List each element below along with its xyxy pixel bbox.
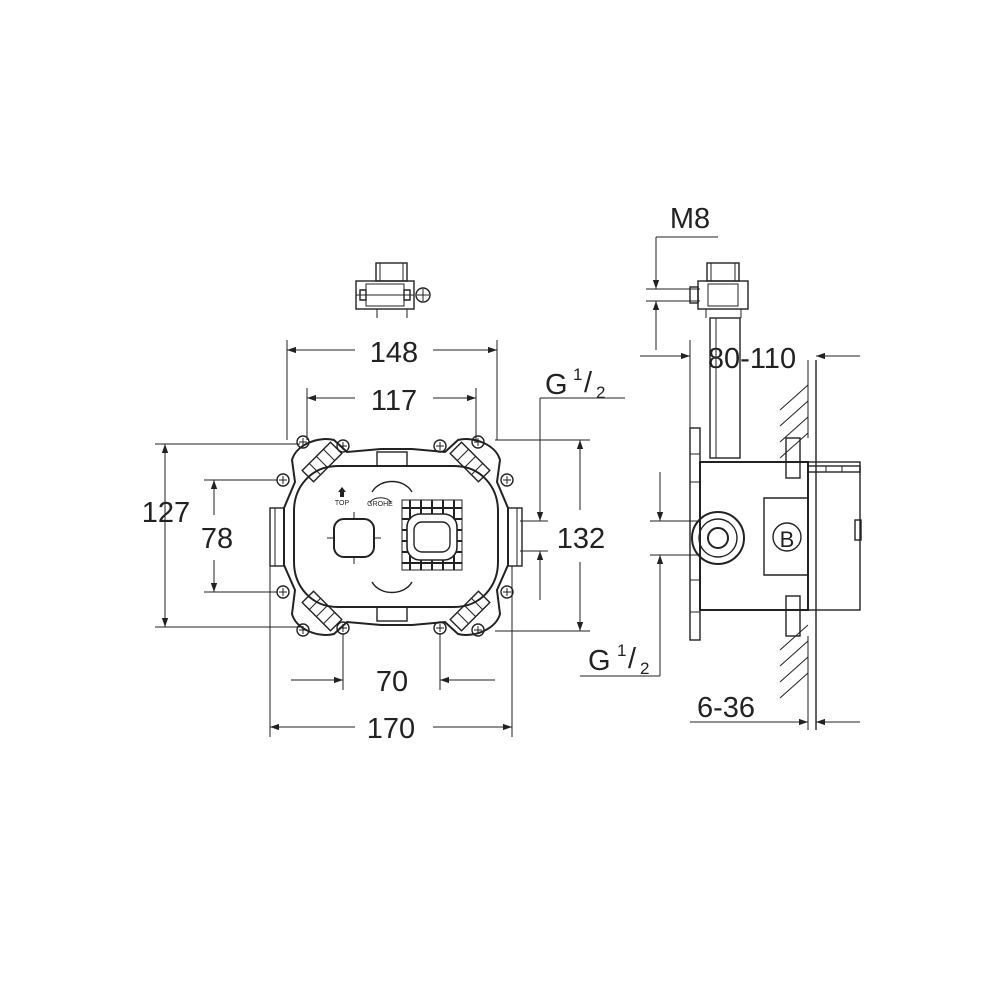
top-marker: TOP: [335, 487, 350, 507]
front-view: TOP GROHE: [142, 262, 625, 745]
dimension-labels-side: M8 80-110 6-36 G 1 / 2: [588, 203, 796, 724]
dim-148-label: 148: [370, 337, 418, 369]
dimension-lines-side: [580, 236, 860, 726]
dim-127-label: 127: [142, 497, 190, 529]
thread-fraction-den: 2: [596, 383, 605, 402]
thread-g-label: G: [545, 369, 568, 401]
dimension-lines-front: [155, 340, 625, 737]
side-thread-fraction-sep: /: [628, 643, 637, 675]
dim-70-label: 70: [376, 666, 408, 698]
thread-label-side: G 1 / 2: [588, 641, 649, 678]
dim-80-110-label: 80-110: [708, 343, 796, 375]
dim-132-label: 132: [557, 523, 605, 555]
side-badge-letter: B: [780, 527, 795, 552]
wall-hatching: [779, 360, 817, 730]
dim-170-label: 170: [367, 713, 415, 745]
thread-fraction-sep: /: [584, 367, 593, 399]
outlet-connection: [691, 511, 745, 565]
dimension-labels-front: 148 117 127 78 70 170 132 G 1 / 2: [142, 337, 606, 745]
thread-fraction-num: 1: [573, 365, 582, 384]
mounting-frame: [269, 438, 523, 636]
right-grid-cartridge: [401, 499, 463, 571]
brand-logo: GROHE: [367, 497, 393, 508]
dim-6-36-label: 6-36: [697, 692, 755, 724]
side-thread-g-label: G: [588, 645, 611, 677]
dim-78-label: 78: [201, 523, 233, 555]
side-thread-fraction-num: 1: [617, 641, 626, 660]
brand-logo-text: GROHE: [367, 501, 393, 508]
dim-117-label: 117: [371, 385, 417, 417]
thread-label-front: G 1 / 2: [545, 365, 605, 402]
side-thread-fraction-den: 2: [640, 659, 649, 678]
top-marker-label: TOP: [335, 500, 350, 507]
dim-m8-label: M8: [670, 203, 710, 235]
left-cartridge-cutout: [327, 512, 381, 564]
side-view: B: [580, 203, 862, 730]
top-valve-detail: [355, 262, 431, 318]
side-top-valve: [689, 262, 749, 318]
